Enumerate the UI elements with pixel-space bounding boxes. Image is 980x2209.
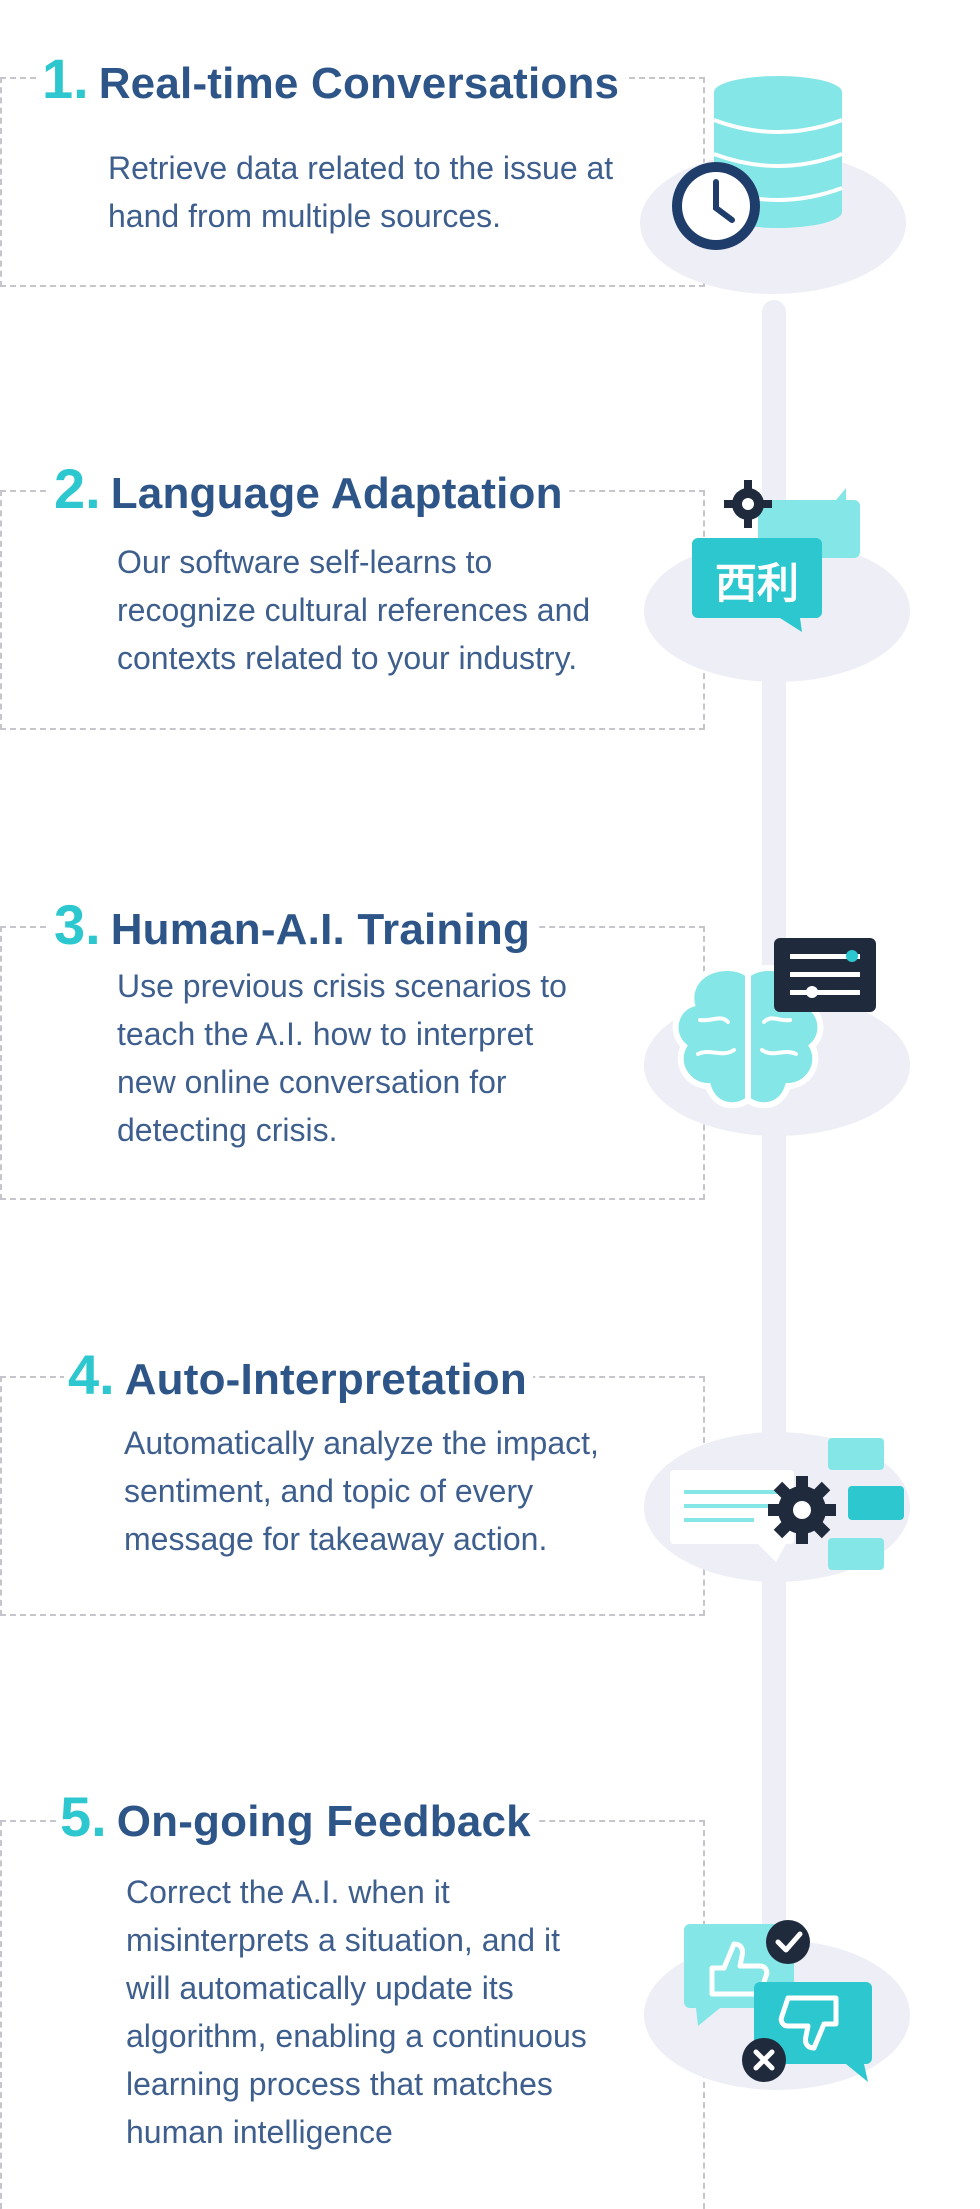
step-description-5: Correct the A.I. when it misinterprets a… (126, 1868, 587, 2156)
step-description-2: Our software self-learns to recognize cu… (117, 538, 590, 682)
step-title-1: 1. Real-time Conversations (38, 46, 626, 111)
step-heading: Auto-Interpretation (124, 1355, 527, 1404)
step-description-1: Retrieve data related to the issue at ha… (108, 144, 613, 240)
step-number: 1. (42, 47, 89, 110)
step-heading: On-going Feedback (116, 1797, 531, 1846)
description-line: detecting crisis. (117, 1112, 338, 1148)
step-heading: Language Adaptation (110, 469, 563, 518)
step-title-4: 4. Auto-Interpretation (64, 1342, 533, 1407)
translation-text: 西利 (714, 559, 799, 608)
step-title-5: 5. On-going Feedback (56, 1784, 537, 1849)
description-line: Our software self-learns to (117, 544, 493, 580)
step-description-4: Automatically analyze the impact, sentim… (124, 1419, 599, 1563)
step-number: 3. (54, 893, 101, 956)
feedback-thumbs-icon (640, 1910, 910, 2100)
description-line: message for takeaway action. (124, 1521, 548, 1557)
description-line: Automatically analyze the impact, (124, 1425, 599, 1461)
step-number: 5. (60, 1785, 107, 1848)
description-line: Use previous crisis scenarios to (117, 968, 567, 1004)
step-heading: Human-A.I. Training (110, 905, 531, 954)
translation-bubble-icon: 西利 (640, 470, 910, 690)
step-number: 2. (54, 457, 101, 520)
description-line: human intelligence (126, 2114, 393, 2150)
description-line: Correct the A.I. when it (126, 1874, 450, 1910)
message-gear-icon (640, 1420, 910, 1600)
description-line: will automatically update its (126, 1970, 514, 2006)
step-number: 4. (68, 1343, 115, 1406)
database-clock-icon (640, 70, 910, 310)
description-line: teach the A.I. how to interpret (117, 1016, 534, 1052)
step-title-2: 2. Language Adaptation (50, 456, 569, 521)
brain-settings-icon (640, 930, 910, 1150)
description-line: new online conversation for (117, 1064, 507, 1100)
step-title-3: 3. Human-A.I. Training (50, 892, 537, 957)
description-line: hand from multiple sources. (108, 198, 502, 234)
step-heading: Real-time Conversations (98, 59, 620, 108)
description-line: contexts related to your industry. (117, 640, 578, 676)
description-line: algorithm, enabling a continuous (126, 2018, 587, 2054)
description-line: sentiment, and topic of every (124, 1473, 534, 1509)
description-line: recognize cultural references and (117, 592, 591, 628)
description-line: misinterprets a situation, and it (126, 1922, 560, 1958)
step-description-3: Use previous crisis scenarios to teach t… (117, 962, 567, 1154)
description-line: learning process that matches (126, 2066, 553, 2102)
description-line: Retrieve data related to the issue at (108, 150, 614, 186)
